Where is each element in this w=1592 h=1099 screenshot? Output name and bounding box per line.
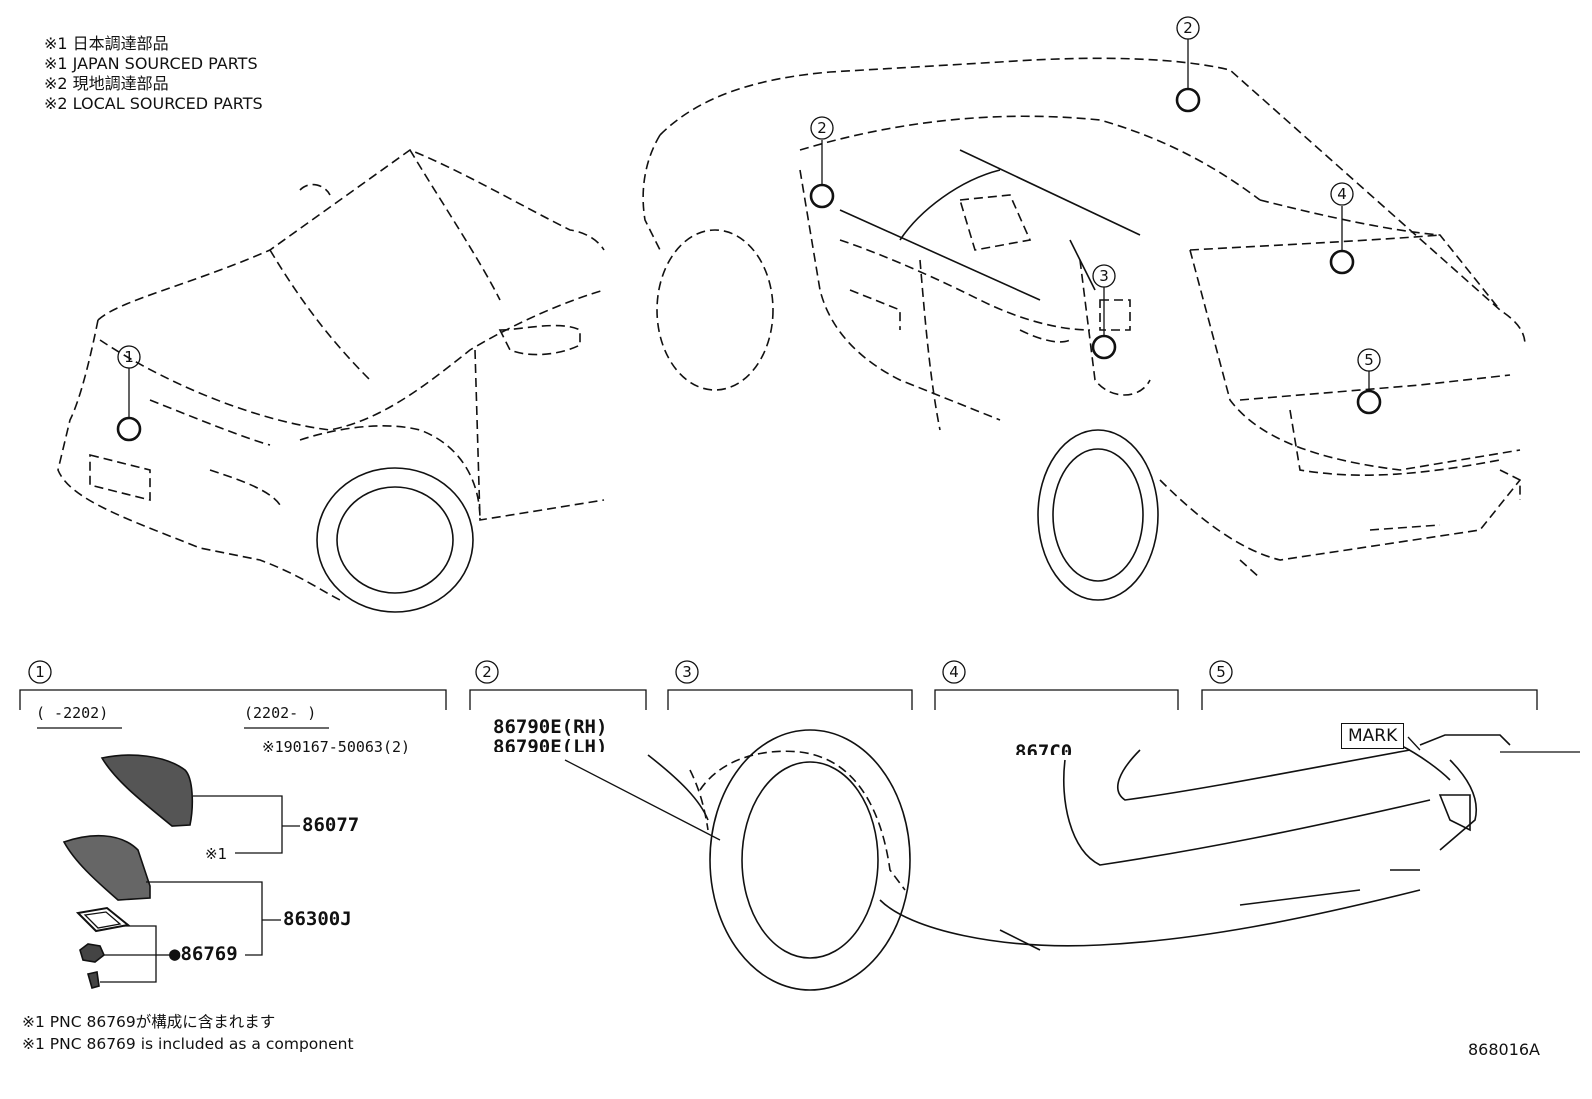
diagram-code: 868016A <box>1467 1040 1540 1059</box>
rear-left-wheel <box>656 229 774 391</box>
rear-vehicle-outline <box>642 57 1526 579</box>
antenna-cover-drawing <box>100 754 194 827</box>
rear-vehicle-solid-lines <box>839 149 1141 301</box>
clip-drawing <box>79 943 105 963</box>
part-86077[interactable]: 86077 <box>302 814 360 836</box>
note-local-en: ※2 LOCAL SOURCED PARTS <box>44 94 263 113</box>
part-86790e-lh[interactable]: 86790E(LH) <box>493 736 608 752</box>
mark-label: MARK <box>1341 723 1405 749</box>
callout-2b: 2 <box>1183 19 1193 37</box>
mark-japan-sourced: ※1 <box>205 845 228 863</box>
section-3-label: 3 <box>682 663 692 681</box>
part-86300j[interactable]: 86300J <box>283 908 352 930</box>
part-86769[interactable]: ●86769 <box>169 943 238 965</box>
bolt-note: ※190167-50063(2) <box>262 738 411 756</box>
callout-4: 4 <box>1337 185 1347 203</box>
section5-fender <box>689 750 906 891</box>
rear-right-wheel <box>1037 429 1159 601</box>
note-local-jp: ※2 現地調達部品 <box>44 74 169 93</box>
range-after: (2202- ) <box>244 704 317 722</box>
front-wheel <box>316 467 474 613</box>
section-5-label: 5 <box>1216 663 1226 681</box>
note-japan-en: ※1 JAPAN SOURCED PARTS <box>44 54 258 73</box>
bolt-drawing <box>86 971 100 989</box>
section-brackets <box>19 660 1538 710</box>
part-86790e-rh[interactable]: 86790E(RH) <box>493 716 608 738</box>
part-867c0[interactable]: 867C0 <box>1015 741 1073 755</box>
antenna-body-drawing <box>62 834 151 901</box>
gasket-drawing <box>75 906 131 933</box>
callout-markers <box>116 87 1382 442</box>
note-japan-jp: ※1 日本調達部品 <box>44 34 169 53</box>
front-vehicle-outline <box>57 149 605 601</box>
callout-1: 1 <box>124 348 134 366</box>
section-2-label: 2 <box>482 663 492 681</box>
callout-3: 3 <box>1099 267 1109 285</box>
callout-2a: 2 <box>817 119 827 137</box>
component-note: ※1 PNC 86769が構成に含まれます ※1 PNC 86769 is in… <box>22 1011 354 1055</box>
range-before: ( -2202) <box>36 704 109 722</box>
rear-bumper-detail <box>647 734 1511 951</box>
section-1-label: 1 <box>35 663 45 681</box>
component-note-en: ※1 PNC 86769 is included as a component <box>22 1035 354 1053</box>
section-4-label: 4 <box>949 663 959 681</box>
sourcing-notes: ※1 日本調達部品 ※1 JAPAN SOURCED PARTS ※2 現地調達… <box>44 34 263 114</box>
section5-rear-wheel <box>709 729 911 991</box>
callout-5: 5 <box>1364 351 1374 369</box>
component-note-jp: ※1 PNC 86769が構成に含まれます <box>22 1013 276 1031</box>
